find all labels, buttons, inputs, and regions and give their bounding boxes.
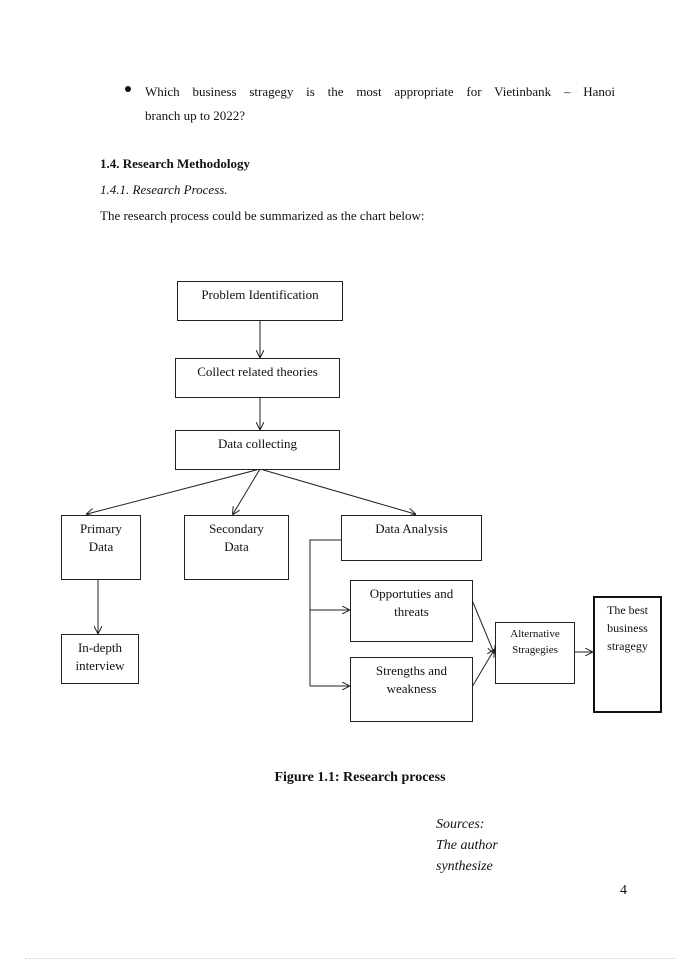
page-bottom-rule	[25, 958, 675, 959]
box-primary-data: Primary Data	[61, 515, 141, 580]
intro-paragraph: The research process could be summarized…	[100, 208, 425, 223]
bullet-question-line2: branch up to 2022?	[145, 108, 246, 123]
box-alternative-strategies: Alternative Stragegies	[495, 622, 575, 684]
bullet-question-line1: Which business stragegy is the most appr…	[145, 84, 615, 99]
arrow-collecting-to-secondary	[233, 468, 261, 514]
box-data-analysis: Data Analysis	[341, 515, 482, 561]
arrow-collecting-to-analysis	[259, 468, 415, 514]
sources-note: Sources: The author synthesize	[436, 817, 498, 874]
arrow-strengths-to-alternatives	[471, 650, 494, 688]
subsection-heading: 1.4.1. Research Process.	[100, 182, 228, 197]
box-data-collecting: Data collecting	[175, 430, 340, 470]
bullet-dot	[125, 86, 131, 92]
arrow-opportunities-to-alternatives	[471, 599, 494, 653]
section-heading: 1.4. Research Methodology	[100, 156, 250, 171]
box-secondary-data: Secondary Data	[184, 515, 289, 580]
box-collect-theories: Collect related theories	[175, 358, 340, 398]
box-strengths-weakness: Strengths and weakness	[350, 657, 473, 722]
arrow-collecting-to-primary	[87, 468, 261, 514]
figure-caption: Figure 1.1: Research process	[274, 770, 446, 785]
box-opportunities-threats: Opportuties and threats	[350, 580, 473, 642]
box-best-strategy: The best business stragegy	[593, 596, 662, 713]
page-number: 4	[620, 883, 627, 898]
analysis-bracket	[309, 539, 341, 686]
box-in-depth-interview: In-depth interview	[61, 634, 139, 684]
box-problem-identification: Problem Identification	[177, 281, 343, 321]
